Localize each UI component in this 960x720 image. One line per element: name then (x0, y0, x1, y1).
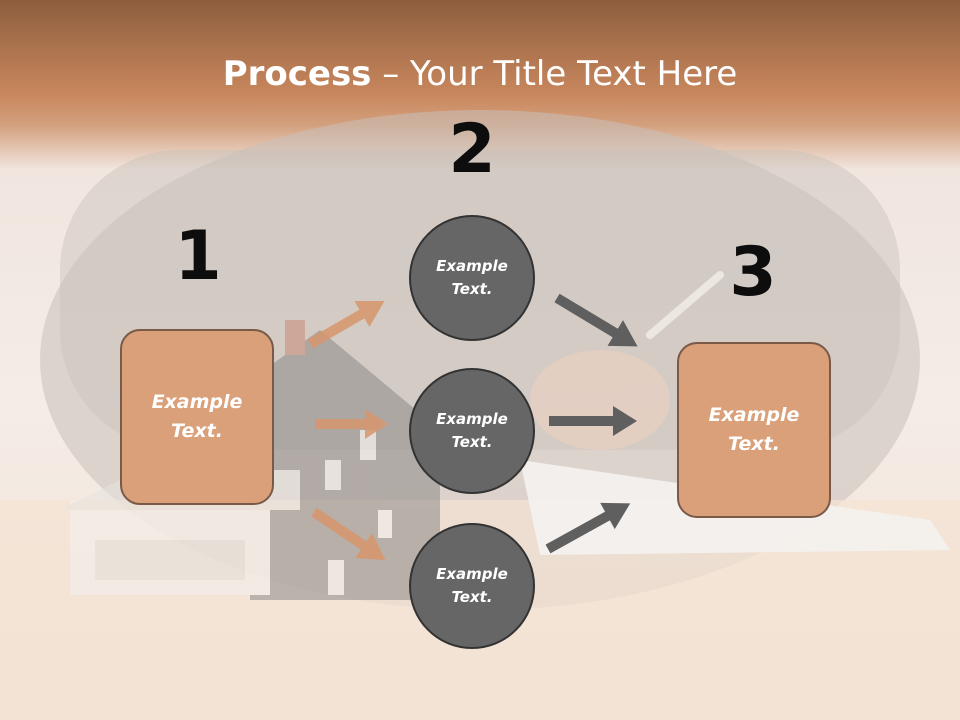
arrow-left-bottom (311, 507, 386, 561)
arrow-right-bottom (545, 502, 631, 554)
circle-middle-text: Example Text. (436, 410, 508, 451)
step-number-2: 2 (448, 110, 496, 189)
circle-middle: Example Text. (409, 368, 535, 494)
circle-bottom: Example Text. (409, 523, 535, 649)
step-number-3: 3 (729, 233, 777, 312)
right-step-text: Example Text. (708, 404, 800, 455)
arrow-right-top (554, 293, 638, 347)
right-step-box: Example Text. (677, 342, 831, 518)
arrow-left-middle (315, 409, 388, 439)
circle-bottom-text: Example Text. (436, 565, 508, 606)
left-step-box: Example Text. (120, 329, 274, 505)
arrow-left-top (307, 301, 385, 349)
circle-top-text: Example Text. (436, 257, 508, 298)
circle-top: Example Text. (409, 215, 535, 341)
step-number-1: 1 (174, 217, 222, 296)
slide-title: Process – Your Title Text Here (222, 54, 738, 94)
arrow-right-middle (549, 406, 637, 436)
left-step-text: Example Text. (151, 391, 243, 442)
